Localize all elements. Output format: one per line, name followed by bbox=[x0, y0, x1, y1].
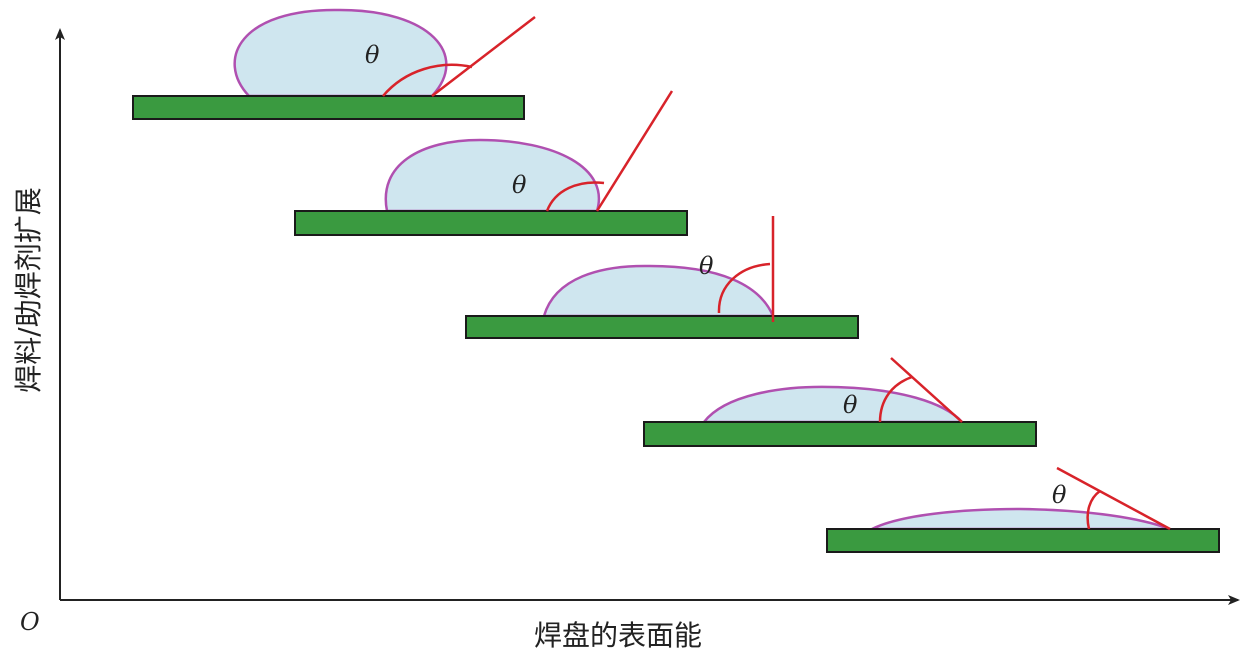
pad bbox=[826, 528, 1220, 553]
origin-label: O bbox=[20, 608, 40, 636]
stage-4: θ bbox=[643, 357, 1037, 447]
angle-arc bbox=[382, 63, 473, 97]
angle-arc bbox=[717, 262, 771, 314]
stage-5: θ bbox=[826, 466, 1220, 553]
stage-2: θ bbox=[294, 90, 688, 236]
pad bbox=[132, 95, 525, 120]
y-axis-label: 焊料/助焊剂扩展 bbox=[12, 187, 45, 392]
droplet bbox=[701, 385, 965, 424]
stage-1: θ bbox=[132, 8, 536, 120]
angle-arc bbox=[878, 375, 913, 423]
stage-3: θ bbox=[465, 216, 859, 339]
angle-arc bbox=[545, 181, 605, 212]
x-axis-label: 焊盘的表面能 bbox=[534, 619, 702, 652]
pad bbox=[294, 210, 688, 236]
theta-label: θ bbox=[843, 391, 858, 419]
tangent-line bbox=[431, 16, 536, 97]
theta-label: θ bbox=[512, 171, 527, 199]
droplet bbox=[871, 507, 1171, 531]
tangent-line bbox=[1056, 466, 1171, 531]
theta-label: θ bbox=[1052, 481, 1067, 509]
droplet bbox=[384, 138, 601, 213]
theta-label: θ bbox=[365, 41, 380, 69]
angle-arc bbox=[1086, 489, 1101, 530]
tangent-line bbox=[595, 90, 674, 212]
droplet bbox=[542, 264, 775, 318]
pad bbox=[465, 315, 859, 339]
pad bbox=[643, 421, 1037, 447]
theta-label: θ bbox=[699, 252, 714, 280]
droplet bbox=[233, 8, 448, 98]
tangent-line bbox=[890, 357, 963, 423]
